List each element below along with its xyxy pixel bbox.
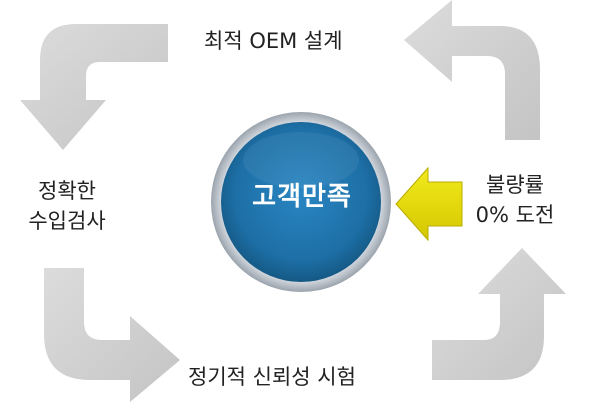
step-right-line2: 0% 도전 (475, 203, 555, 227)
step-left-line2: 수입검사 (28, 209, 106, 233)
arrow-bottom-right (432, 248, 566, 380)
step-bottom-label: 정기적 신뢰성 시험 (188, 365, 356, 389)
step-right-label: 불량률 0% 도전 (466, 170, 564, 230)
pointer-arrow (395, 166, 463, 242)
step-left-line1: 정확한 (38, 179, 96, 203)
step-top-label: 최적 OEM 설계 (204, 29, 343, 53)
step-left-label: 정확한 수입검사 (12, 176, 122, 236)
arrow-bottom-left (44, 268, 180, 402)
arrow-top-left (20, 24, 168, 150)
step-right-line1: 불량률 (486, 173, 544, 197)
center-circle (221, 122, 381, 282)
center-label: 고객만족 (252, 182, 352, 212)
center-circle-highlight (243, 132, 359, 188)
arrow-top-right (404, 0, 540, 140)
